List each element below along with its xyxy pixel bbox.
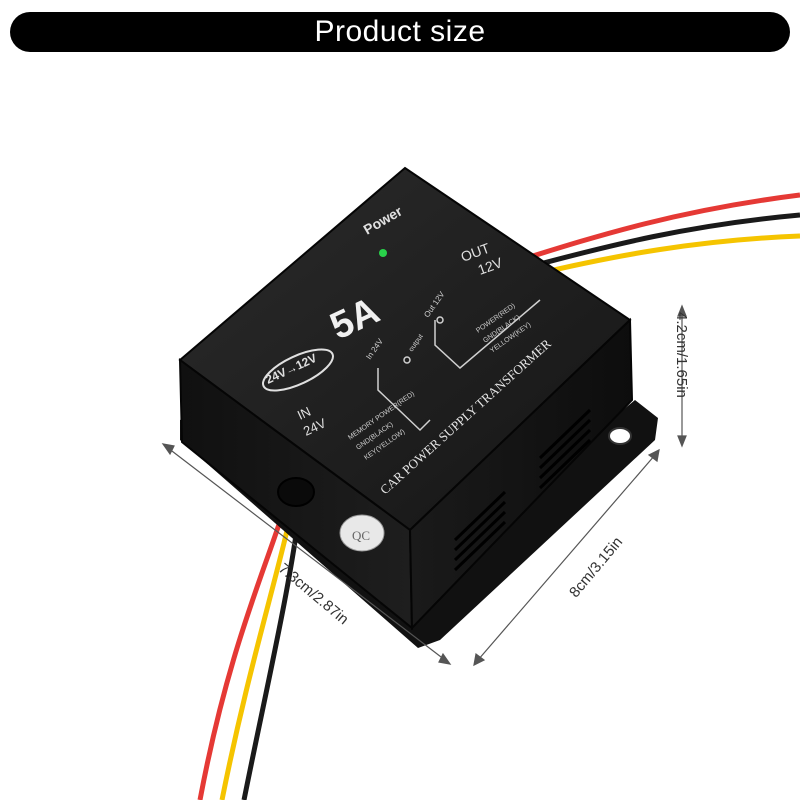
output-wires	[519, 192, 800, 279]
dimension-lines	[161, 304, 687, 667]
qc-sticker	[339, 514, 385, 552]
dimension-height: 4.2cm/1.65in	[673, 312, 690, 398]
conversion-badge	[262, 348, 334, 392]
wiring-diagram	[377, 299, 541, 432]
power-led	[379, 249, 387, 257]
cable-grommet	[277, 477, 315, 507]
in-label: IN	[295, 404, 313, 423]
page-title: Product size	[10, 12, 790, 52]
input-wires	[197, 489, 305, 800]
qc-sticker-text: QC	[352, 528, 370, 543]
vent-slots	[453, 408, 592, 572]
